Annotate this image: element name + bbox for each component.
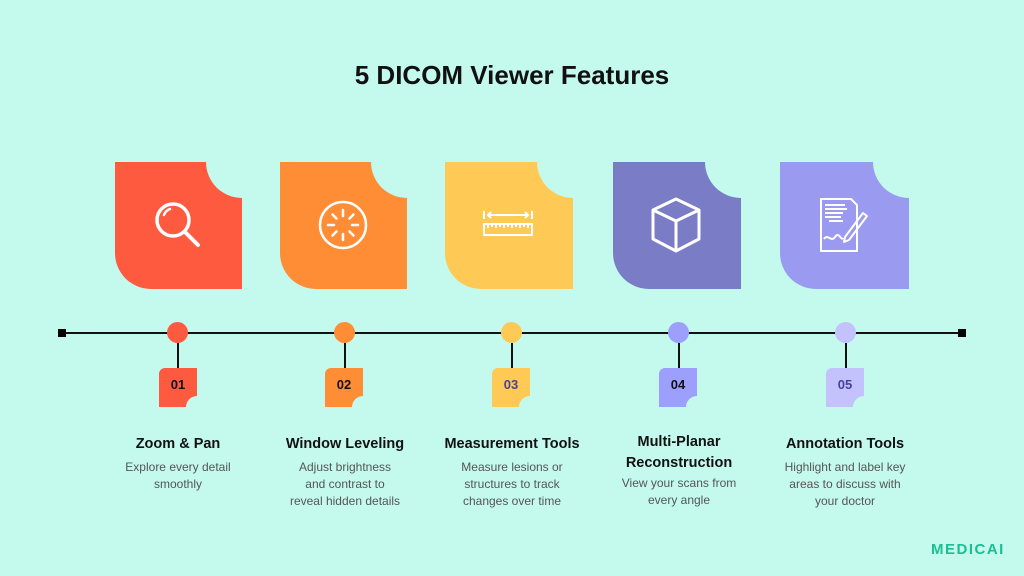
description-line: Adjust brightness [298, 460, 392, 474]
feature-title-line: Multi-Planar [637, 434, 721, 450]
timeline-marker-02 [334, 322, 355, 343]
feature-description: Explore every detail smoothly [93, 459, 263, 493]
step-number: 01 [170, 377, 186, 392]
description-line: reveal hidden details [289, 494, 401, 508]
description-line: your doctor [814, 494, 876, 508]
description-line: and contrast to [305, 477, 385, 491]
card-shape [780, 162, 909, 289]
feature-text-annotation: Annotation Tools Highlight and label key… [760, 434, 930, 510]
feature-card-annotation [780, 162, 909, 289]
timeline-marker-04 [668, 322, 689, 343]
magnifier-icon [155, 202, 200, 247]
timeline-stem [511, 343, 513, 368]
timeline-marker-01 [167, 322, 188, 343]
feature-title: Zoom & Pan [135, 436, 221, 452]
timeline-stem [678, 343, 680, 368]
description-line: smoothly [153, 477, 203, 491]
feature-card-window-leveling [280, 162, 407, 289]
description-line: areas to discuss with [789, 477, 901, 491]
description-line: Highlight and label key [784, 460, 906, 474]
feature-text-window-leveling: Window Leveling Adjust brightness and co… [260, 434, 430, 510]
brand-logo: MEDICAI [931, 541, 1005, 558]
step-badge-02: 02 [325, 368, 363, 407]
feature-text-zoom-pan: Zoom & Pan Explore every detail smoothly [93, 434, 263, 493]
feature-title: Annotation Tools [785, 436, 905, 452]
timeline-stem [344, 343, 346, 368]
step-badge-05: 05 [826, 368, 864, 407]
feature-description: Adjust brightness and contrast to reveal… [260, 459, 430, 510]
feature-description: View your scans from every angle [594, 475, 764, 509]
timeline-stem [177, 343, 179, 368]
step-badge-03: 03 [492, 368, 530, 407]
description-line: structures to track [464, 477, 560, 491]
cube-icon [651, 197, 701, 253]
timeline-end-cap [958, 329, 966, 337]
feature-description: Highlight and label key areas to discuss… [760, 459, 930, 510]
description-line: Measure lesions or [461, 460, 563, 474]
step-badge-01: 01 [159, 368, 197, 407]
step-number: 03 [503, 377, 519, 392]
feature-description: Measure lesions or structures to track c… [427, 459, 597, 510]
feature-card-measurement [445, 162, 573, 289]
feature-text-multiplanar: Multi-Planar Reconstruction View your sc… [594, 432, 764, 509]
feature-card-zoom-pan [115, 162, 242, 289]
timeline-marker-03 [501, 322, 522, 343]
step-badge-04: 04 [659, 368, 697, 407]
step-number: 05 [837, 377, 853, 392]
ruler-icon [483, 211, 533, 236]
timeline-start-cap [58, 329, 66, 337]
document-pen-icon [820, 198, 868, 252]
feature-title: Window Leveling [285, 436, 405, 452]
description-line: changes over time [462, 494, 562, 508]
timeline-stem [845, 343, 847, 368]
feature-title-line: Reconstruction [625, 455, 733, 471]
step-number: 02 [336, 377, 352, 392]
feature-title: Measurement Tools [444, 436, 580, 452]
card-shape [280, 162, 407, 289]
card-shape [115, 162, 242, 289]
step-number: 04 [670, 377, 686, 392]
feature-text-measurement: Measurement Tools Measure lesions or str… [427, 434, 597, 510]
description-line: View your scans from [621, 476, 737, 490]
page-title: 5 DICOM Viewer Features [354, 60, 670, 90]
description-line: every angle [647, 493, 711, 507]
description-line: Explore every detail [125, 460, 231, 474]
timeline-marker-05 [835, 322, 856, 343]
feature-card-multiplanar [613, 162, 741, 289]
brightness-dial-icon [318, 200, 368, 250]
